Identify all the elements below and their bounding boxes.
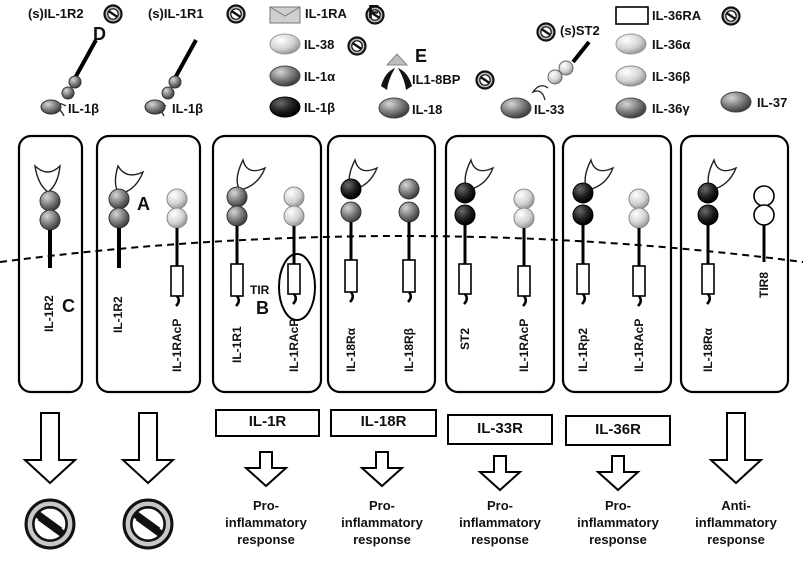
il37-ball-icon (720, 91, 752, 113)
letter-c: C (62, 296, 75, 316)
label-il1beta-ligand-2: IL-1β (172, 101, 204, 116)
letter-b: B (256, 298, 269, 318)
receptor-label-p7-r1: IL-18Rα (701, 327, 715, 372)
response-line: inflammatory (459, 515, 541, 530)
label-il33: IL-33 (534, 102, 565, 117)
letter-e: E (415, 46, 428, 66)
il18bp-triangle-icon (381, 53, 412, 90)
complex-boxes (215, 409, 671, 446)
response-line: Pro- (253, 498, 279, 513)
receptor-label-p3-r2: IL-1RAcP (287, 318, 301, 372)
label-il37: IL-37 (757, 95, 788, 110)
response-il36r: Pro- inflammatory response (558, 497, 678, 548)
letter-d: D (93, 24, 106, 44)
response-line: Pro- (487, 498, 513, 513)
decoy-receptor-il1r2 (33, 164, 61, 268)
response-line: Pro- (369, 498, 395, 513)
label-il1alpha: IL-1α (304, 69, 336, 84)
receptor-label-p3-r1: IL-1R1 (230, 326, 244, 363)
letter-a: A (137, 194, 150, 214)
il1ra-envelope-icon (269, 6, 301, 24)
receptor-pair-panel6 (572, 157, 650, 307)
label-il18: IL-18 (412, 102, 443, 117)
response-line: Pro- (605, 498, 631, 513)
receptor-label-p2-r1: IL-1R2 (111, 296, 125, 333)
receptor-pair-panel2 (108, 164, 188, 307)
soluble-st2-icon (531, 40, 591, 101)
receptor-label-p2-r2: IL-1RAcP (170, 318, 184, 372)
receptor-pair-panel7 (697, 157, 775, 305)
arrows (22, 412, 764, 492)
il36alpha-ball-icon (615, 33, 647, 55)
receptor-pair-panel5 (454, 157, 535, 307)
il18-ball-icon (378, 97, 410, 119)
il33-ball-icon (500, 97, 532, 119)
response-line: inflammatory (695, 515, 777, 530)
soluble-il1r2-icon (40, 39, 98, 117)
inhibition-symbols (26, 500, 172, 548)
receptor-label-p6-r2: IL-1RAcP (632, 318, 646, 372)
response-line: inflammatory (577, 515, 659, 530)
il1alpha-ball-icon (269, 65, 301, 87)
response-anti: Anti- inflammatory response (676, 497, 796, 548)
label-soluble-il1r1: (s)IL-1R1 (148, 6, 204, 21)
label-tir: TIR (250, 283, 270, 297)
response-line: Anti- (721, 498, 751, 513)
label-il38: IL-38 (304, 37, 335, 52)
complex-label-il33r: IL-33R (477, 420, 523, 437)
response-il18r: Pro- inflammatory response (322, 497, 442, 548)
il1beta-ball-icon (269, 96, 301, 118)
response-il1r: Pro- inflammatory response (206, 497, 326, 548)
receptor-label-p4-r2: IL-18Rβ (402, 328, 416, 372)
receptor-label-p7-r2: TIR8 (757, 271, 771, 298)
receptor-label-p4-r1: IL-18Rα (344, 327, 358, 372)
response-line: inflammatory (225, 515, 307, 530)
label-il1beta-ligand-1: IL-1β (68, 101, 100, 116)
il36beta-ball-icon (615, 65, 647, 87)
label-il1beta: IL-1β (304, 100, 336, 115)
complex-label-il18r: IL-18R (360, 413, 407, 430)
label-il36beta: IL-36β (652, 69, 691, 84)
complex-label-il36r: IL-36R (595, 421, 641, 438)
letter-f: F (368, 2, 379, 22)
receptor-label-p6-r1: IL-1Rp2 (576, 327, 590, 372)
response-line: response (589, 532, 647, 547)
receptor-pair-panel4 (340, 157, 420, 303)
label-soluble-il1r2: (s)IL-1R2 (28, 6, 84, 21)
response-line: response (353, 532, 411, 547)
response-line: inflammatory (341, 515, 423, 530)
receptor-label-p5-r2: IL-1RAcP (517, 318, 531, 372)
receptor-label-p1-r1: IL-1R2 (42, 295, 56, 332)
soluble-il1r1-icon (144, 39, 198, 117)
label-soluble-st2: (s)ST2 (560, 23, 600, 38)
il36gamma-ball-icon (615, 97, 647, 119)
response-line: response (237, 532, 295, 547)
il38-ball-icon (269, 33, 301, 55)
response-line: response (471, 532, 529, 547)
il36ra-rect-icon (615, 6, 649, 25)
response-line: response (707, 532, 765, 547)
label-il36gamma: IL-36γ (652, 101, 690, 116)
receptor-label-p5-r1: ST2 (458, 327, 472, 350)
label-il1ra: IL-1RA (305, 6, 347, 21)
label-il36ra: IL-36RA (652, 8, 702, 23)
cell-membrane-line (0, 235, 803, 263)
response-il33r: Pro- inflammatory response (440, 497, 560, 548)
receptor-pair-panel3 (226, 157, 316, 321)
label-il36alpha: IL-36α (652, 37, 691, 52)
label-il18bp: IL1-8BP (412, 72, 461, 87)
complex-label-il1r: IL-1R (248, 413, 287, 430)
